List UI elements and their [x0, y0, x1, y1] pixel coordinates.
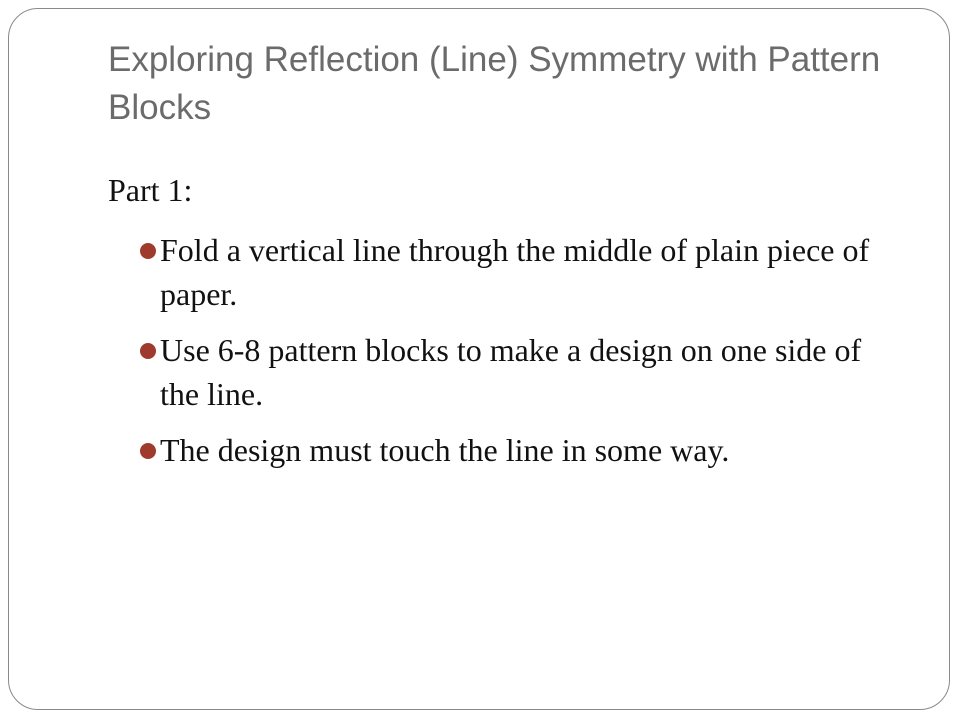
bullet-item-fold-line: Fold a vertical line through the middle … — [140, 228, 908, 316]
bullet-text: The design must touch the line in some w… — [160, 432, 730, 468]
bullet-text: Fold a vertical line through the middle … — [160, 232, 870, 312]
bullet-text: Use 6-8 pattern blocks to make a design … — [160, 332, 862, 412]
slide-frame — [8, 8, 950, 710]
bullet-item-touch-line: The design must touch the line in some w… — [140, 428, 908, 472]
part-heading: Part 1: — [108, 172, 193, 208]
slide-body: Part 1: Fold a vertical line through the… — [108, 168, 908, 484]
bullet-item-pattern-blocks: Use 6-8 pattern blocks to make a design … — [140, 328, 908, 416]
bullet-list: Fold a vertical line through the middle … — [108, 228, 908, 472]
slide-title: Exploring Reflection (Line) Symmetry wit… — [108, 40, 881, 127]
